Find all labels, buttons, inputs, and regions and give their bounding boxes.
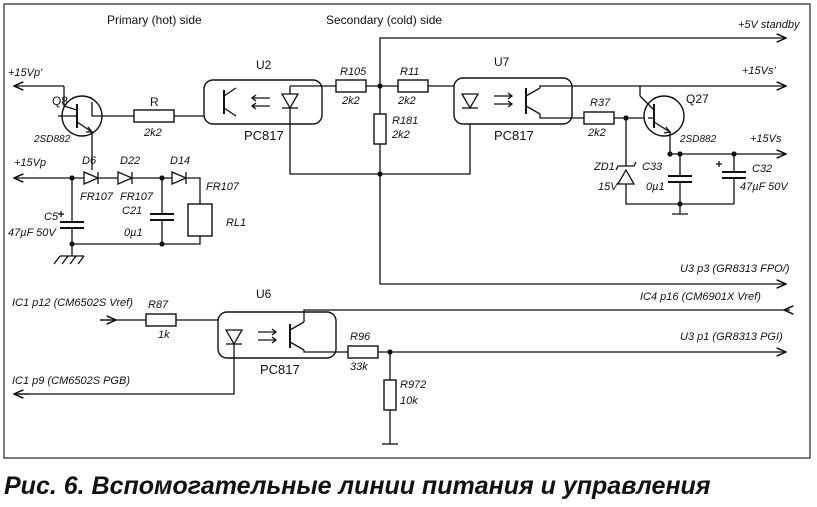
c32-value: 47µF 50V [740,181,789,193]
q8-part: 2SD882 [33,134,71,145]
resistor-r181 [373,113,387,145]
schematic-diagram: Primary (hot) side Secondary (cold) side… [3,3,811,459]
c33-ref: C33 [642,161,663,173]
c21-value: 0µ1 [124,227,143,239]
q27-part: 2SD882 [679,134,717,145]
capacitor-c32 [716,161,746,179]
zd1-value: 15V [598,181,619,193]
diode-d6 [83,171,100,185]
resistor-r37 [583,111,615,125]
c32-ref: C32 [752,163,772,175]
optocoupler-u7 [453,77,573,125]
diode-d22 [117,171,134,185]
r105-ref: R105 [340,66,367,78]
standby-rail-wire [379,38,786,86]
r972-ref: R972 [400,379,426,391]
u6-part: PC817 [260,362,300,377]
r96-value: 33k [350,361,368,373]
figure-caption: Рис. 6. Вспомогательные линии питания и … [4,472,711,500]
resistor-r105 [335,79,367,93]
optocoupler-u6 [217,311,337,359]
d14-part: FR107 [206,181,240,193]
c33-value: 0µ1 [646,181,665,193]
resistor-r-value: 2k2 [143,127,162,139]
u6-ref: U6 [256,287,272,301]
r181-ref: R181 [392,115,418,127]
u7-part: PC817 [494,128,534,143]
resistor-r972 [383,379,397,411]
d14-ref: D14 [170,155,190,167]
capacitor-c21 [150,213,174,221]
vs-label: +15Vs [750,133,782,145]
diagram-frame [3,3,811,459]
capacitor-c5 [58,211,84,229]
r87-value: 1k [158,329,170,341]
d22-part: FR107 [120,191,154,203]
secondary-side-header: Secondary (cold) side [326,13,442,27]
c21-ref: C21 [122,205,142,217]
u3-p1-label: U3 p1 (GR8313 PGI) [680,331,783,343]
c5-value: 47µF 50V [8,227,57,239]
transistor-q27 [639,95,685,154]
q8-ref: Q8 [52,94,68,108]
q27-ref: Q27 [686,92,709,106]
vp-in-label: +15Vp' [8,67,43,79]
standby-rail-label: +5V standby [738,19,801,31]
optocoupler-u2 [203,79,323,125]
d6-ref: D6 [82,155,97,167]
u2-ref: U2 [256,58,272,72]
ic4-p16-label: IC4 p16 (CM6901X Vref) [640,291,761,303]
r87-ref: R87 [148,299,169,311]
u3-p3-label: U3 p3 (GR8313 FPO/) [680,263,790,275]
ic4-p16-wire [303,309,784,322]
c5-ref: C5 [44,211,59,223]
r11-value: 2k2 [397,95,416,107]
resistor-r [133,109,175,123]
vs-prime-rail-wire [539,86,786,88]
d6-part: FR107 [80,191,114,203]
rl1-ref: RL1 [226,217,246,229]
vs-prime-label: +15Vs' [742,65,776,77]
r972-value: 10k [400,395,418,407]
ground-c33 [672,204,688,215]
capacitor-c33 [668,175,692,183]
primary-side-header: Primary (hot) side [107,13,202,27]
ic1-p12-label: IC1 p12 (CM6502S Vref) [12,297,133,309]
r37-ref: R37 [590,97,611,109]
ic1-p9-label: IC1 p9 (CM6502S PGB) [12,375,130,387]
u7-ref: U7 [494,55,510,69]
zd1-ref: ZD1 [593,161,615,173]
diode-d14 [171,171,188,185]
resistor-r87 [145,313,177,327]
resistor-r-ref: R [150,95,159,109]
resistor-r96 [347,345,379,359]
r96-ref: R96 [350,331,371,343]
r37-value: 2k2 [587,127,606,139]
d22-ref: D22 [120,155,140,167]
r11-ref: R11 [400,66,419,78]
r181-value: 2k2 [391,129,410,141]
resistor-r11 [397,79,429,93]
q8-base-wire [91,102,134,117]
relay-rl1 [187,203,213,237]
r105-value: 2k2 [341,95,360,107]
u2-part: PC817 [244,128,284,143]
chassis-ground-icon [53,244,85,265]
vp-label: +15Vp [14,157,46,169]
